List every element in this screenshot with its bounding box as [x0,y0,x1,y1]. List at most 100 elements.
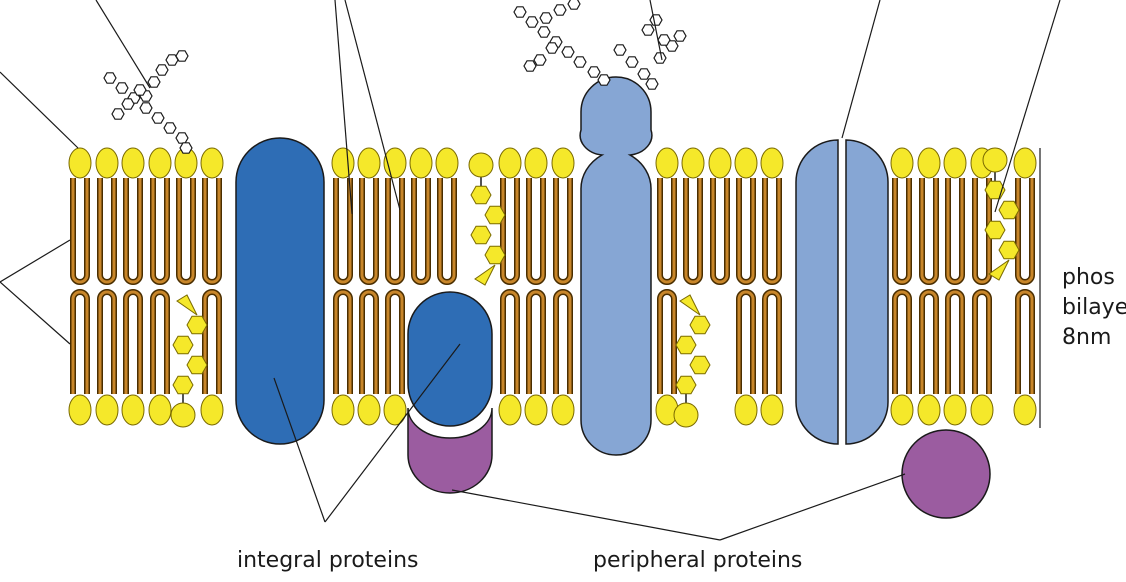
lipid-tail [411,178,431,285]
lipid-tail [763,178,781,284]
lipid-tail [123,289,143,394]
lipid-tail [70,289,90,394]
lipid-head [95,394,119,426]
lipid-tail [945,289,965,394]
lipid-head [734,147,758,179]
sugar-unit [573,56,587,68]
leader-line [719,473,906,541]
lipid-tail [946,290,964,394]
phospholipid [331,289,355,426]
lipid-head [551,147,575,179]
sugar-unit [649,14,663,26]
lipid-tail [1015,178,1035,285]
phospholipid [95,289,119,426]
phospholipid [331,147,355,285]
lipid-tail [70,178,90,285]
lipid-tail [150,289,170,394]
sugar-unit [133,84,147,96]
lipid-head [498,394,522,426]
lipid-tail [98,178,116,284]
phospholipid [148,147,172,285]
leader-line [95,0,151,89]
channel-protein-left [795,139,839,445]
lipid-head [1013,147,1037,179]
phospholipid [970,289,994,426]
leader-line [0,71,79,149]
lipid-tail [527,290,545,394]
sugar-unit [175,132,189,144]
lipid-head [890,394,914,426]
lipid-head [200,147,224,179]
sugar-unit [537,26,551,38]
lipid-tail [737,290,755,394]
sugar-unit [653,52,667,64]
lipid-tail [359,289,379,394]
sugar-unit [179,142,193,154]
sugar-unit [525,16,539,28]
lipid-head [331,394,355,426]
sugar-unit [147,76,161,88]
lipid-head [435,147,459,179]
phospholipid [551,289,575,426]
lipid-tail [684,178,702,284]
sugar-unit [165,54,179,66]
phospholipid [498,147,522,285]
phospholipid [917,289,941,426]
lipid-head [68,147,92,179]
cholesterol-ring [689,315,711,335]
lipid-head [917,147,941,179]
integral-protein [579,76,653,456]
lipid-tail [893,178,911,284]
protein-group [235,76,991,519]
lipid-head [760,147,784,179]
cholesterol-head [170,402,196,428]
lipid-tail [526,289,546,394]
lipid-head [917,394,941,426]
phospholipid [708,147,732,285]
lipid-tail [71,178,89,284]
phospholipid [68,289,92,426]
lipid-head [734,394,758,426]
cholesterol-tail [988,259,1010,281]
lipid-tail [762,178,782,285]
leader-lines [0,0,1061,541]
cholesterol-tail [474,264,496,286]
lipid-head [357,147,381,179]
phospholipid [200,147,224,285]
lipid-tail [386,290,404,394]
phospholipid [1013,147,1037,285]
lipid-tail [333,178,353,285]
lipid-tail [202,289,222,394]
lipid-tail [124,178,142,284]
lipid-tail [438,178,456,284]
cholesterol-group [170,147,1020,428]
lipid-head [655,147,679,179]
cholesterol-tail [176,294,198,316]
leader-line [649,0,663,61]
phospholipid [760,289,784,426]
leader-line [334,0,353,215]
sugar-unit [539,12,553,24]
phospholipid [917,147,941,285]
integral-proteins-label: integral proteins [237,548,418,573]
lipid-tail [945,178,965,285]
lipid-tail [657,289,677,394]
phospholipid [200,289,224,426]
lipid-tail [763,290,781,394]
lipid-tail [1015,289,1035,394]
lipid-head [121,147,145,179]
phospholipid [357,289,381,426]
lipid-tail [920,290,938,394]
lipid-tail [333,289,353,394]
phospholipid [890,147,914,285]
bilayer-label-line1: phos [1062,265,1115,290]
sugar-unit [513,6,527,18]
leader-line [324,343,461,523]
glycoprotein-chain [513,0,687,90]
lipid-tail [973,178,991,284]
phospholipid-bilayer [68,147,1037,426]
sugar-unit [657,34,671,46]
lipid-tail [437,178,457,285]
lipid-tail [71,290,89,394]
phospholipid [943,147,967,285]
